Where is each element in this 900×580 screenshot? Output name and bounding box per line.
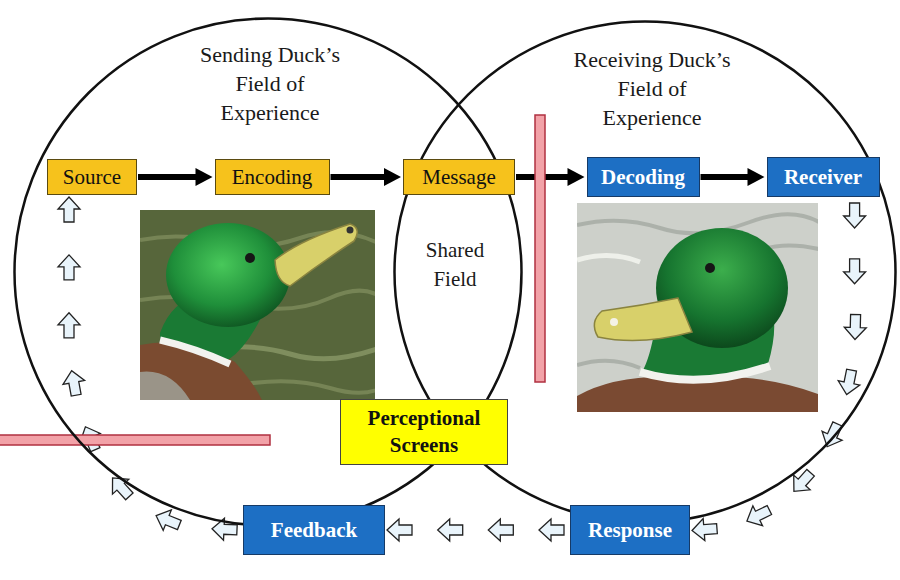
box-label: Decoding	[601, 165, 685, 190]
hollow-arrow	[691, 518, 718, 542]
box-label: Feedback	[271, 518, 357, 543]
hollow-arrow	[786, 465, 819, 498]
ripple	[577, 361, 640, 368]
water	[577, 203, 818, 412]
arrow-head	[568, 168, 585, 186]
arrow-head	[384, 168, 401, 186]
process-box: Source	[47, 159, 137, 195]
process-box: Receiver	[767, 157, 880, 197]
ripple	[577, 214, 818, 233]
hollow-arrow	[387, 519, 412, 541]
duck-ring	[640, 366, 770, 380]
duck-bill	[594, 298, 692, 341]
duck-eye	[245, 253, 255, 263]
hollow-arrow	[488, 519, 513, 541]
ripple	[240, 381, 375, 393]
box-label: Message	[422, 165, 495, 190]
connector	[138, 168, 213, 186]
box-label: Encoding	[232, 165, 312, 190]
process-box: Decoding	[587, 157, 700, 197]
left-duck-photo	[140, 210, 375, 400]
hollow-arrow	[58, 197, 80, 222]
box-label: Perceptional Screens	[349, 405, 499, 459]
arrow-shaft	[331, 174, 388, 180]
box-label: Source	[63, 165, 121, 190]
arrow-head	[748, 168, 765, 186]
screen-bar	[0, 435, 270, 445]
circle-line	[15, 19, 522, 526]
duck-head	[166, 223, 290, 327]
duck-eye	[705, 263, 715, 273]
screen-bar	[535, 115, 545, 382]
bill-nail	[347, 227, 354, 234]
duck-wing	[140, 372, 190, 400]
connector	[701, 168, 765, 186]
hollow-arrow	[844, 259, 866, 284]
process-box: Feedback	[243, 505, 385, 555]
hollow-arrow	[539, 519, 564, 541]
hollow-arrow	[61, 369, 87, 398]
field-title: Receiving Duck’s Field of Experience	[567, 45, 737, 132]
field-title: Sending Duck’s Field of Experience	[195, 40, 345, 127]
connector-path	[692, 199, 855, 530]
hollow-arrow	[438, 519, 463, 541]
water	[140, 210, 375, 400]
connector	[58, 197, 241, 541]
arrow-shaft	[138, 174, 199, 180]
hollow-arrow	[742, 500, 774, 531]
box-label: Response	[588, 518, 672, 543]
connector	[387, 519, 568, 541]
hollow-arrow	[58, 313, 80, 338]
callout-box: Perceptional Screens	[340, 399, 508, 465]
hollow-arrow	[844, 203, 866, 228]
connector	[691, 199, 866, 541]
connector-path	[69, 197, 241, 530]
connector	[331, 168, 402, 186]
hollow-arrow	[844, 314, 867, 340]
process-box: Encoding	[215, 159, 330, 195]
right-duck-photo	[577, 203, 818, 412]
duck-ring	[160, 340, 230, 364]
arrow-head	[196, 168, 213, 186]
process-box: Message	[403, 159, 515, 195]
hollow-arrow	[58, 255, 80, 280]
duck-bill	[275, 224, 357, 286]
region-label: Shared Field	[410, 236, 500, 294]
ripple	[577, 255, 640, 262]
hollow-arrow	[836, 368, 862, 397]
connector	[516, 168, 585, 186]
process-box: Response	[570, 505, 690, 555]
box-label: Receiver	[784, 165, 862, 190]
bill-spot	[610, 318, 618, 326]
arrow-shaft	[701, 174, 751, 180]
